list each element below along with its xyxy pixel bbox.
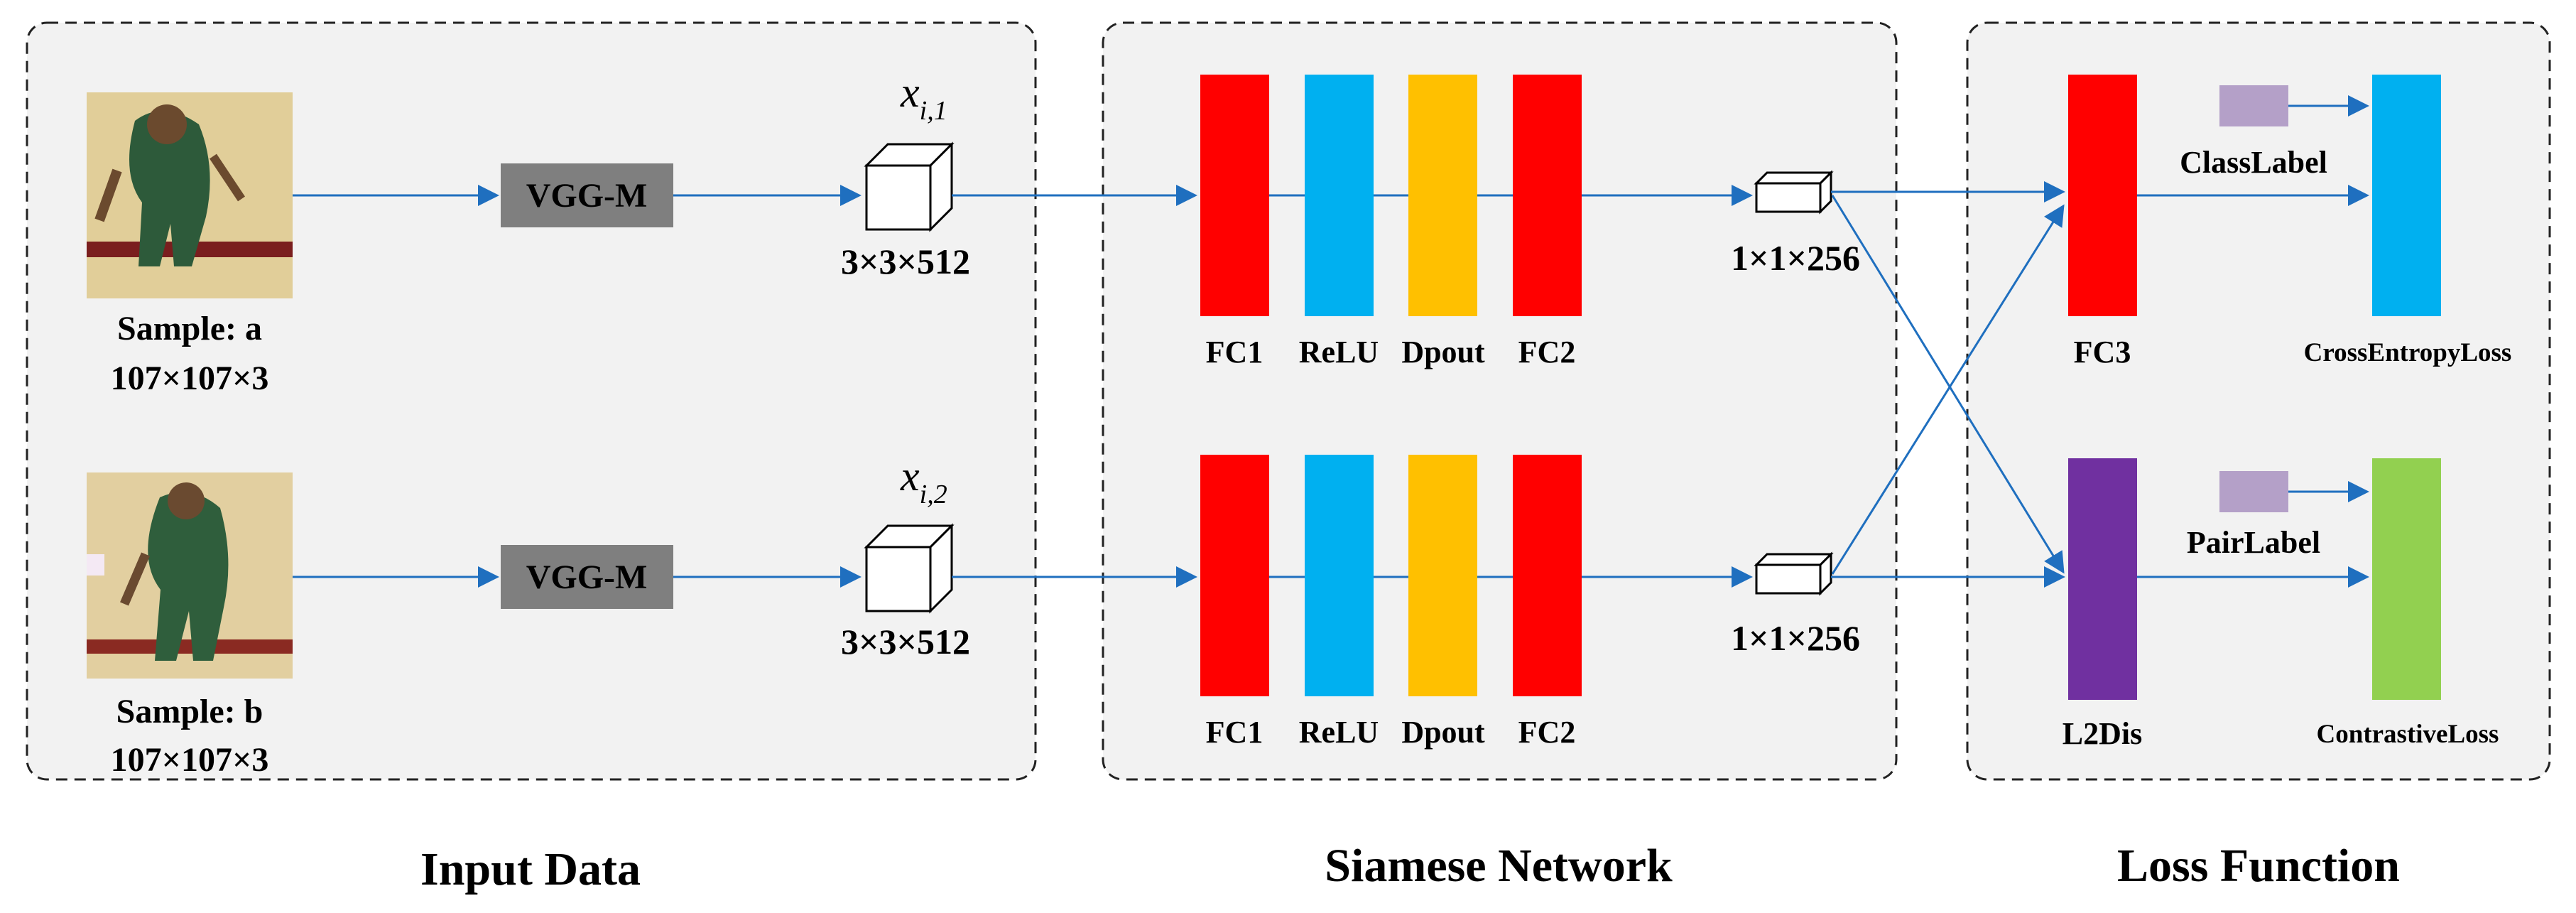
sample-a-label: Sample: a [117, 310, 262, 347]
sample-b-size: 107×107×3 [111, 741, 269, 779]
fc1-label-bottom: FC1 [1206, 715, 1263, 750]
dropout-block-top [1408, 75, 1477, 316]
embedding-box-top [1754, 170, 1834, 215]
section-title-input: Input Data [420, 843, 641, 895]
embedding-box-bottom [1754, 551, 1834, 596]
relu-label-top: ReLU [1299, 335, 1379, 369]
vgg-m-label-top: VGG-M [526, 177, 648, 215]
class-label-box [2219, 85, 2288, 126]
dropout-label-top: Dpout [1401, 335, 1485, 369]
l2dis-block [2068, 458, 2137, 700]
fc3-label: FC3 [2074, 335, 2131, 369]
vgg-m-box-bottom [501, 545, 673, 609]
relu-block-bottom [1305, 455, 1374, 696]
embedding-bottom-dims: 1×1×256 [1731, 618, 1860, 658]
sample-b-label: Sample: b [116, 693, 263, 730]
pair-label-box [2219, 471, 2288, 512]
sample-a-size: 107×107×3 [111, 360, 269, 397]
section-title-siamese: Siamese Network [1325, 840, 1673, 892]
fc2-block-bottom [1513, 455, 1582, 696]
cross-entropy-loss-label: CrossEntropyLoss [2304, 338, 2512, 367]
pair-label-text: PairLabel [2187, 525, 2320, 560]
section-title-loss: Loss Function [2117, 840, 2400, 892]
fc2-block-top [1513, 75, 1582, 316]
arrow-emb-bottom-to-fc3 [1831, 204, 2065, 575]
contrastive-loss-label: ContrastiveLoss [2317, 720, 2499, 749]
contrastive-loss-block [2372, 458, 2441, 700]
cross-entropy-loss-block [2372, 75, 2441, 316]
l2dis-label: L2Dis [2063, 716, 2142, 751]
embedding-top-dims: 1×1×256 [1731, 238, 1860, 278]
feature-cube-bottom [864, 523, 955, 614]
fc1-block-bottom [1200, 455, 1269, 696]
fc1-label-top: FC1 [1206, 335, 1263, 369]
arrow-emb-top-to-l2dis [1831, 195, 2065, 574]
dropout-block-bottom [1408, 455, 1477, 696]
fc2-label-top: FC2 [1518, 335, 1576, 369]
relu-label-bottom: ReLU [1299, 715, 1379, 750]
feature-cube-top [864, 141, 955, 232]
fc1-block-top [1200, 75, 1269, 316]
relu-block-top [1305, 75, 1374, 316]
feature-bottom-symbol: xi,2 [900, 453, 947, 509]
class-label-text: ClassLabel [2180, 145, 2327, 180]
feature-bottom-dims: 3×3×512 [841, 622, 970, 661]
feature-top-dims: 3×3×512 [841, 242, 970, 281]
fc2-label-bottom: FC2 [1518, 715, 1576, 750]
fc3-block [2068, 75, 2137, 316]
vgg-m-box-top [501, 163, 673, 227]
feature-top-symbol: xi,1 [900, 69, 947, 126]
sample-b-image [87, 472, 293, 679]
sample-a-image [87, 92, 293, 298]
loss-function-panel [1966, 21, 2551, 781]
vgg-m-label-bottom: VGG-M [526, 558, 648, 596]
siamese-network-panel [1102, 21, 1898, 781]
dropout-label-bottom: Dpout [1401, 715, 1485, 750]
